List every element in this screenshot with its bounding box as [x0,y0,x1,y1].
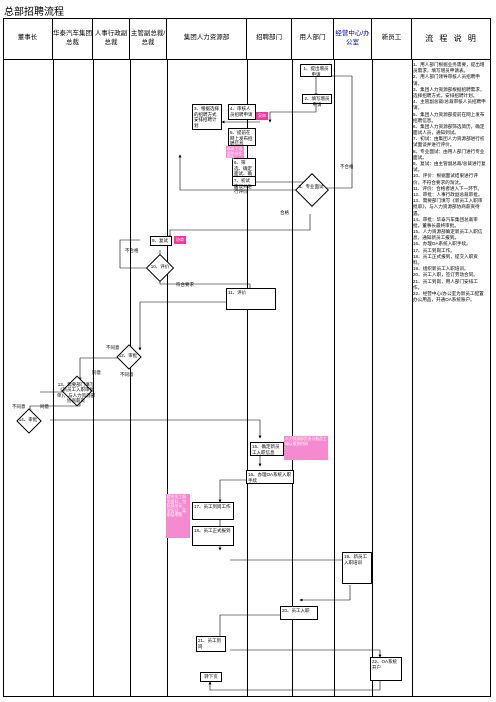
column-header-recruiting-dept: 招聘部门 [247,18,292,60]
lane-divider [247,60,248,697]
column-header-label: 新员工 [381,34,402,42]
column-header-new-employee: 新员工 [372,18,412,60]
pink-note: 提供员工报到资料，包括身份证、学历证、离职证明等 [166,494,190,538]
edge-label-approve: 同意 [92,370,101,375]
process-notes: 1、用人部门根据业务需要，提出增员需求，填写增员申请表。 2、用人部门领导审核人… [413,62,486,303]
edge-label-approve: 同意 [40,404,49,409]
column-header-label: 招聘部门 [256,34,282,42]
edge-label-qualified: 符合要求 [176,282,194,287]
column-header-label: 董事长 [17,34,38,42]
node-arrive-work[interactable]: 17、员工到岗工作 [192,502,234,520]
column-header-label: 人事行政副总裁 [94,30,128,46]
column-header-label: 集团人力资源部 [183,34,230,42]
page-title: 总部招聘流程 [4,7,64,18]
node-continue-next-page[interactable]: 转下页 [200,672,222,682]
column-header-label: 用人部门 [299,34,326,42]
decision-label: 13、需要部门填写《新员工入职审批单》，与人力资源部协商薪资 [56,382,96,404]
node-submit-request[interactable]: 1、提出增员申请 [300,64,332,77]
edge-label-fail: 不合格 [340,164,354,169]
node-post-info[interactable]: 5、提前在网上发布招聘信息 [228,128,256,146]
node-report[interactable]: 18、员工正式报到 [192,526,234,546]
edge-label-reject: 不同意 [106,345,120,350]
node-evaluation[interactable]: 11、评价 [226,288,276,310]
column-header-office: 经营中心/办公室 [334,18,372,60]
lane-divider [292,60,293,697]
decision-label: 8、专业面试 [298,184,324,189]
column-header-vp-president: 主管副总裁/总裁 [130,18,167,60]
lane-divider [167,60,168,697]
lane-divider [412,60,413,697]
column-header-hr-vp: 人事行政副总裁 [93,18,130,60]
flag-negotiate: 协商 [174,236,186,244]
pink-note: 新员工须提供体检报告 [226,146,244,161]
column-header-group-president: 华泰汽车集团总裁 [53,18,93,60]
column-header-label: 经营中心/办公室 [335,30,370,46]
lane-divider [372,60,373,697]
decision-label: 10、评价 [150,264,170,269]
node-confirm-info[interactable]: 15、确定新员工入职信息 [250,442,284,456]
node-training[interactable]: 19、新员工入职培训 [342,552,372,584]
column-header-hiring-dept: 用人部门 [292,18,334,60]
node-initial-interview[interactable]: 7、初试面谈并进行评价 [232,176,256,194]
node-review-request[interactable]: 4、审核人员招聘申请 [228,104,256,120]
column-header-group-hr: 集团人力资源部 [167,18,247,60]
edge-label-fail: 不合格 [125,248,139,253]
node-recruit-plan[interactable]: 3、根据选择的招聘方式安排招聘计划 [192,104,222,130]
node-fill-request[interactable]: 2、填写增员申请 [302,94,332,107]
node-report-to-post[interactable]: 21、员工到岗 [196,636,226,652]
node-oa-onboard[interactable]: 16、办理OA系统入职手续 [246,470,294,484]
edge-label-pass: 合格 [280,210,289,215]
edge-label-reject: 不同意 [120,372,134,377]
edge-label-reject: 不同意 [12,404,26,409]
lane-divider [93,60,94,697]
column-header-chairman: 董事长 [3,18,53,60]
lane-divider [334,60,335,697]
node-second-interview[interactable]: 9、复试 [150,236,172,246]
lane-divider [130,60,131,697]
column-header-label: 华泰汽车集团总裁 [53,30,92,46]
flag-review: 复审 [256,112,268,120]
column-header-label: 流 程 说 明 [425,33,478,43]
column-header-process-notes: 流 程 说 明 [412,18,491,60]
decision-label: 12、审批 [118,353,138,358]
column-header-label: 主管副总裁/总裁 [130,30,166,46]
lane-divider [53,60,54,697]
pink-note: 人力资源部负责与新员工确认报到时间 [284,436,328,460]
decision-label: 14、审批 [18,417,38,422]
node-oa-account[interactable]: 22、OA系统开户 [370,657,402,681]
node-onboard[interactable]: 20、员工入职 [280,606,318,620]
